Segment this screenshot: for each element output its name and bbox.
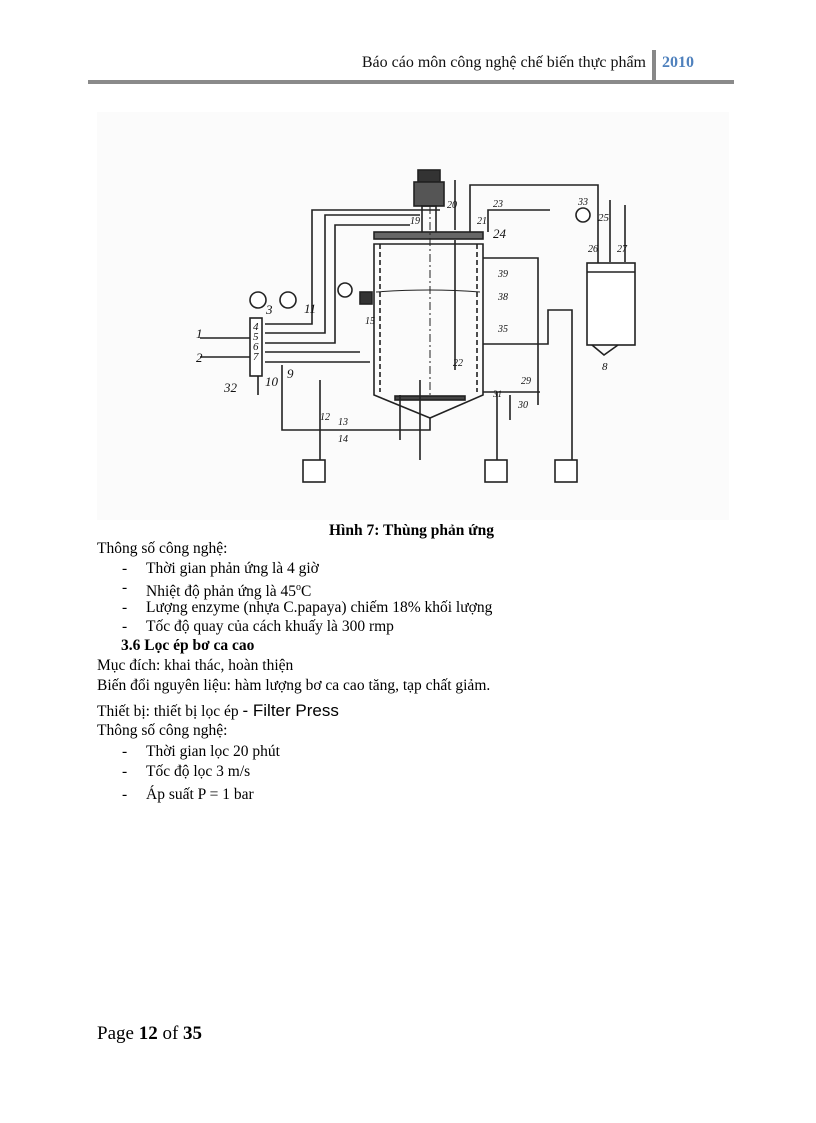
bullet-dash: - [122,560,128,577]
diagram-label: 5 [253,331,259,343]
list-item: Lượng enzyme (nhựa C.papaya) chiếm 18% k… [146,599,493,616]
pressure-gauge-icon [249,291,267,309]
section-heading: 3.6 Lọc ép bơ ca cao [121,637,255,654]
params-heading: Thông số công nghệ: [97,722,228,739]
diagram-label: 4 [253,321,259,333]
bullet-dash: - [122,786,128,803]
page-footer: Page 12 of 35 [97,1023,203,1044]
bullet-dash: - [122,579,128,596]
header-divider [652,50,656,80]
bullet-dash: - [122,599,128,616]
tank-lid [373,231,484,240]
recorder-icon [484,459,508,483]
diagram-label: 2 [196,350,203,365]
diagram-label: 15 [365,316,375,327]
recorder-icon [359,291,373,305]
dosing-vessel [586,262,636,346]
header-title: Báo cáo môn công nghệ chế biến thực phẩm [361,54,646,71]
change-text: Biến đổi nguyên liệu: hàm lượng bơ ca ca… [97,677,491,694]
diagram-label: 21 [477,216,487,227]
recorder-icon [302,459,326,483]
header-year: 2010 [662,54,694,71]
diagram-label: 7 [253,351,259,363]
diagram-label: 27 [617,244,628,255]
bullet-dash: - [122,743,128,760]
diagram-label: 22 [453,358,463,369]
list-item: Nhiệt độ phản ứng là 45oC [146,582,312,601]
bullet-dash: - [122,618,128,635]
diagram-label: 9 [287,366,294,381]
diagram-label: 32 [223,380,238,395]
diagram-label: 39 [497,269,508,280]
diagram-label: 25 [598,212,610,224]
pressure-gauge-icon [279,291,297,309]
diagram-label: 11 [304,301,316,316]
header-rule [88,80,734,84]
equipment-text: Thiết bị: thiết bị lọc ép - Filter Press [97,701,339,721]
purpose-text: Mục đích: khai thác, hoàn thiện [97,657,294,674]
reactor-diagram: 1 2 3 4 5 6 7 8 9 10 11 12 13 14 15 19 2… [196,169,636,483]
diagram-label: 20 [447,200,457,211]
diagram-label: 8 [602,361,608,373]
diagram-label: 3 [265,302,273,317]
diagram-label: 30 [517,400,528,411]
motor-icon [413,169,445,234]
list-item: Thời gian phản ứng là 4 giờ [146,560,319,577]
bullet-dash: - [122,763,128,780]
diagram-label: 19 [410,216,420,227]
diagram-label: 1 [196,326,203,341]
diagram-label: 24 [493,226,507,241]
diagram-label: 38 [497,292,508,303]
section1-heading: Thông số công nghệ: [97,540,228,557]
list-item: Thời gian lọc 20 phút [146,743,280,760]
diagram-label: 29 [521,376,531,387]
diagram-label: 23 [493,199,503,210]
list-item: Tốc độ quay của cách khuấy là 300 rmp [146,618,394,635]
diagram-label: 6 [253,341,259,353]
pressure-gauge-icon [337,282,353,298]
diagram-label: 35 [497,324,508,335]
diagram-label: 10 [265,374,279,389]
distributor-column [249,317,263,377]
list-item: Áp suất P = 1 bar [146,786,254,803]
diagram-label: 12 [320,412,330,423]
diagram-label: 13 [338,417,348,428]
diagram-label: 26 [588,244,598,255]
diagram-label: 14 [338,434,348,445]
figure-caption: Hình 7: Thùng phản ứng [329,522,494,539]
recorder-icon [554,459,578,483]
list-item: Tốc độ lọc 3 m/s [146,763,251,780]
tank-body [373,243,484,419]
diagram-label: 33 [577,197,588,208]
diagram-label: 31 [492,389,502,399]
pressure-gauge-icon [575,207,591,223]
